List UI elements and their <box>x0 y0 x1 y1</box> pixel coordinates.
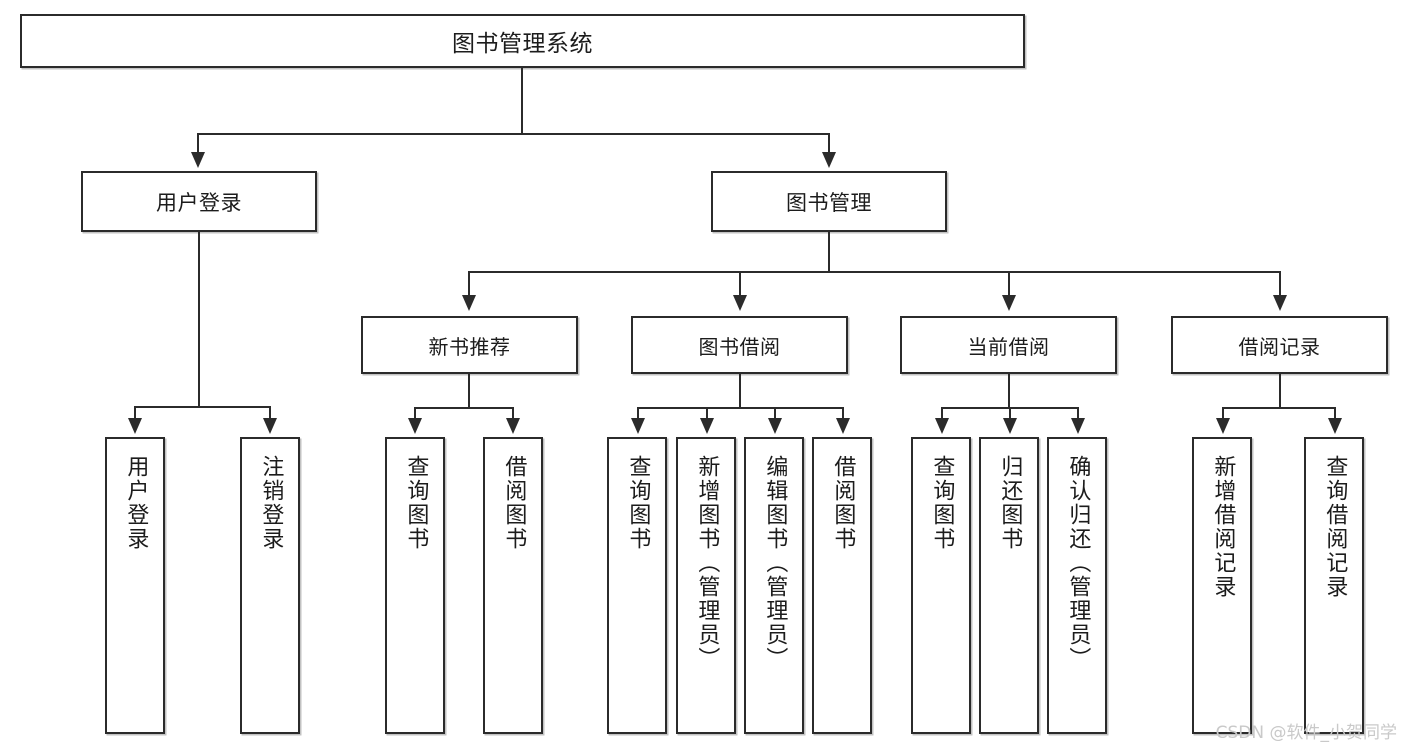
arrowhead-leaf-edit-book <box>768 418 782 434</box>
arrowhead-leaf-query-book-1 <box>408 418 422 434</box>
node-leaf-borrow-book-2[interactable]: 借阅图书 <box>812 437 872 734</box>
connector-bb-drop-2 <box>706 407 708 420</box>
arrowhead-leaf-user-logout <box>263 418 277 434</box>
arrowhead-leaf-user-login <box>128 418 142 434</box>
node-label: 图书借阅 <box>698 334 781 359</box>
arrowhead-borrow-record <box>1273 295 1287 311</box>
node-label: 借阅记录 <box>1238 334 1321 359</box>
connector-cb-drop-3 <box>1077 407 1079 420</box>
node-root[interactable]: 图书管理系统 <box>20 14 1025 68</box>
arrowhead-book-management <box>822 152 836 168</box>
node-leaf-add-record[interactable]: 新增借阅记录 <box>1192 437 1252 734</box>
connector-br-drop-2 <box>1334 407 1336 420</box>
node-leaf-confirm-return[interactable]: 确认归还（管理员） <box>1047 437 1107 734</box>
node-leaf-query-record[interactable]: 查询借阅记录 <box>1304 437 1364 734</box>
connector-user-login-bar <box>134 406 270 408</box>
node-label: 归还图书 <box>997 455 1023 551</box>
node-label: 查询借阅记录 <box>1322 455 1348 599</box>
watermark-text: CSDN @软件_小贺同学 <box>1215 723 1397 743</box>
arrowhead-leaf-query-record <box>1328 418 1342 434</box>
node-label: 注销登录 <box>258 455 284 551</box>
connector-root-bar <box>197 133 830 135</box>
connector-cb-drop-2 <box>1009 407 1011 420</box>
node-leaf-add-book[interactable]: 新增图书（管理员） <box>676 437 736 734</box>
connector-bb-drop-1 <box>637 407 639 420</box>
node-label: 新增借阅记录 <box>1210 455 1236 599</box>
arrowhead-leaf-query-book-3 <box>935 418 949 434</box>
connector-bm-drop-4 <box>1279 271 1281 297</box>
node-leaf-query-book-2[interactable]: 查询图书 <box>607 437 667 734</box>
node-label: 借阅图书 <box>830 455 856 551</box>
node-label: 新增图书（管理员） <box>694 455 720 671</box>
connector-br-bar <box>1222 407 1336 409</box>
connector-nbr-bar <box>414 407 514 409</box>
node-label: 查询图书 <box>625 455 651 551</box>
connector-bb-drop-4 <box>842 407 844 420</box>
connector-bb-bar <box>637 407 842 409</box>
connector-nbr-stem <box>468 374 470 408</box>
node-borrow-record[interactable]: 借阅记录 <box>1171 316 1388 374</box>
connector-bm-drop-1 <box>468 271 470 297</box>
node-leaf-query-book-3[interactable]: 查询图书 <box>911 437 971 734</box>
connector-book-management-bar <box>468 271 1280 273</box>
connector-bm-drop-3 <box>1008 271 1010 297</box>
node-leaf-borrow-book-1[interactable]: 借阅图书 <box>483 437 543 734</box>
arrowhead-current-borrow <box>1002 295 1016 311</box>
connector-user-login-drop-1 <box>134 406 136 420</box>
node-book-management[interactable]: 图书管理 <box>711 171 947 232</box>
arrowhead-leaf-query-book-2 <box>631 418 645 434</box>
connector-bb-drop-3 <box>774 407 776 420</box>
node-leaf-user-logout[interactable]: 注销登录 <box>240 437 300 734</box>
node-label: 图书管理系统 <box>452 31 593 57</box>
node-leaf-query-book-1[interactable]: 查询图书 <box>385 437 445 734</box>
node-leaf-edit-book[interactable]: 编辑图书（管理员） <box>744 437 804 734</box>
arrowhead-leaf-add-record <box>1216 418 1230 434</box>
arrowhead-new-book-recommend <box>462 295 476 311</box>
arrowhead-leaf-return-book <box>1003 418 1017 434</box>
node-user-login[interactable]: 用户登录 <box>81 171 317 232</box>
node-label: 用户登录 <box>123 455 149 551</box>
node-leaf-user-login[interactable]: 用户登录 <box>105 437 165 734</box>
connector-nbr-drop-1 <box>414 407 416 420</box>
connector-book-management-stem <box>828 232 830 272</box>
node-leaf-return-book[interactable]: 归还图书 <box>979 437 1039 734</box>
arrowhead-leaf-borrow-book-2 <box>836 418 850 434</box>
node-label: 当前借阅 <box>967 334 1050 359</box>
node-new-book-recommend[interactable]: 新书推荐 <box>361 316 578 374</box>
node-label: 借阅图书 <box>501 455 527 551</box>
node-label: 查询图书 <box>403 455 429 551</box>
node-current-borrow[interactable]: 当前借阅 <box>900 316 1117 374</box>
node-label: 确认归还（管理员） <box>1065 455 1091 671</box>
arrowhead-leaf-add-book <box>700 418 714 434</box>
connector-br-drop-1 <box>1222 407 1224 420</box>
connector-bb-stem <box>739 374 741 408</box>
node-label: 新书推荐 <box>428 334 511 359</box>
connector-user-login-stem <box>198 232 200 406</box>
connector-cb-stem <box>1008 374 1010 408</box>
arrowhead-book-borrow <box>733 295 747 311</box>
connector-root-stem <box>521 68 523 133</box>
node-label: 查询图书 <box>929 455 955 551</box>
connector-br-stem <box>1279 374 1281 408</box>
node-book-borrow[interactable]: 图书借阅 <box>631 316 848 374</box>
connector-root-to-user-login <box>197 133 199 155</box>
node-label: 用户登录 <box>156 190 242 215</box>
node-label: 图书管理 <box>786 190 872 215</box>
connector-cb-drop-1 <box>941 407 943 420</box>
connector-user-login-drop-2 <box>269 406 271 420</box>
connector-nbr-drop-2 <box>512 407 514 420</box>
arrowhead-user-login <box>191 152 205 168</box>
connector-root-to-book-management <box>828 133 830 155</box>
arrowhead-leaf-borrow-book-1 <box>506 418 520 434</box>
node-label: 编辑图书（管理员） <box>762 455 788 671</box>
connector-bm-drop-2 <box>739 271 741 297</box>
arrowhead-leaf-confirm-return <box>1071 418 1085 434</box>
